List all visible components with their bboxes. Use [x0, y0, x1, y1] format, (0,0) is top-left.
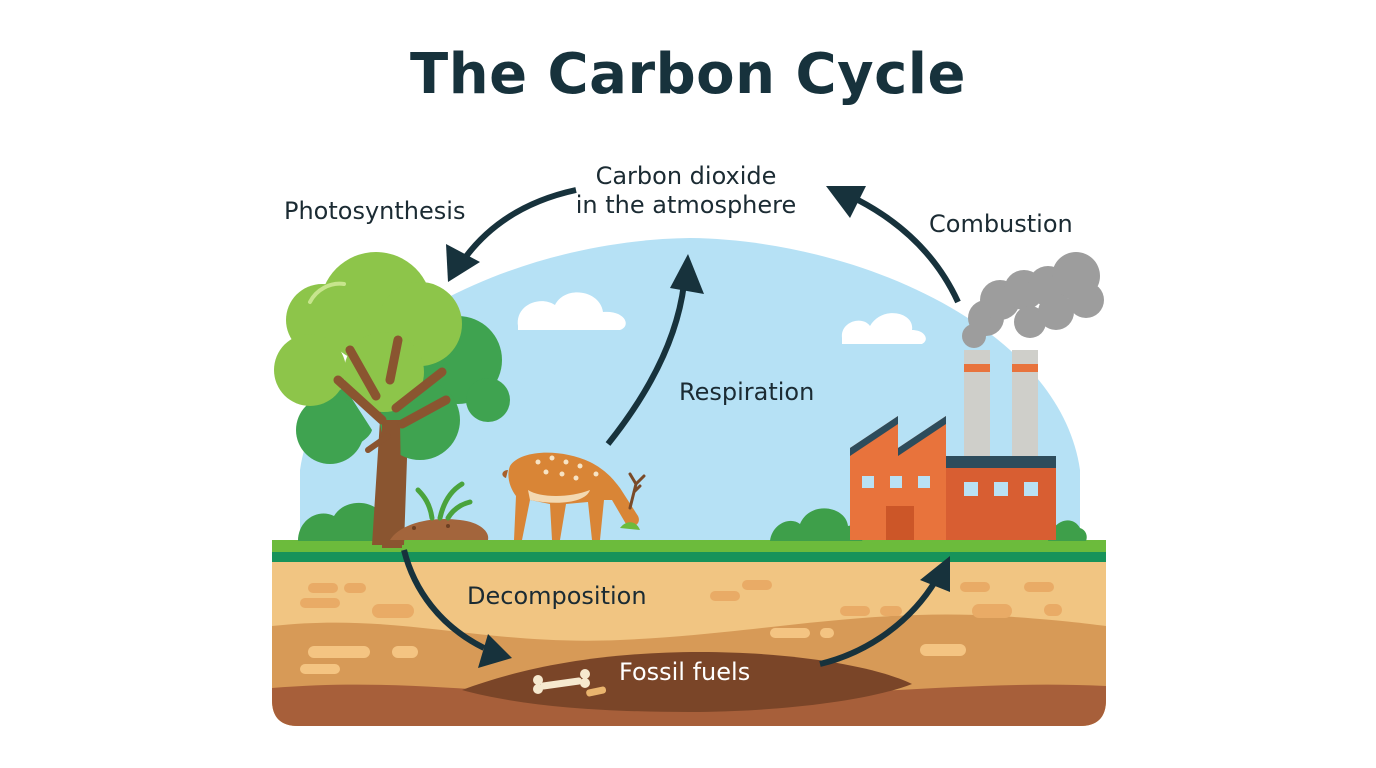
factory-icon	[850, 350, 1056, 540]
photosynthesis-label: Photosynthesis	[284, 197, 466, 225]
bone-icon	[533, 669, 607, 697]
atmosphere-co2-label: Carbon dioxide in the atmosphere	[560, 162, 812, 220]
fossil-fuels-label: Fossil fuels	[619, 658, 751, 686]
dirt-mound	[390, 481, 489, 540]
soil-stones-light	[300, 628, 966, 674]
deer-icon	[502, 452, 646, 540]
soil-layers	[272, 560, 1106, 726]
combustion-label: Combustion	[929, 210, 1073, 238]
tree-icon	[274, 252, 510, 548]
cloud-icon	[517, 292, 926, 344]
co2-label-line2: in the atmosphere	[575, 191, 797, 219]
grass-strip	[272, 540, 1106, 562]
decomposition-label: Decomposition	[467, 582, 647, 610]
fossil-fuel-deposit	[462, 652, 912, 712]
photosynthesis-arrow	[446, 187, 577, 282]
respiration-arrow	[605, 254, 704, 446]
smoke-icon	[962, 252, 1104, 348]
soil-stones	[300, 580, 1062, 618]
combustion-arrow	[826, 186, 961, 304]
decomposition-arrow	[401, 549, 512, 668]
diagram-title: The Carbon Cycle	[410, 42, 966, 107]
extraction-arrow	[819, 556, 950, 667]
respiration-label: Respiration	[679, 378, 815, 406]
co2-label-line1: Carbon dioxide	[595, 162, 777, 190]
